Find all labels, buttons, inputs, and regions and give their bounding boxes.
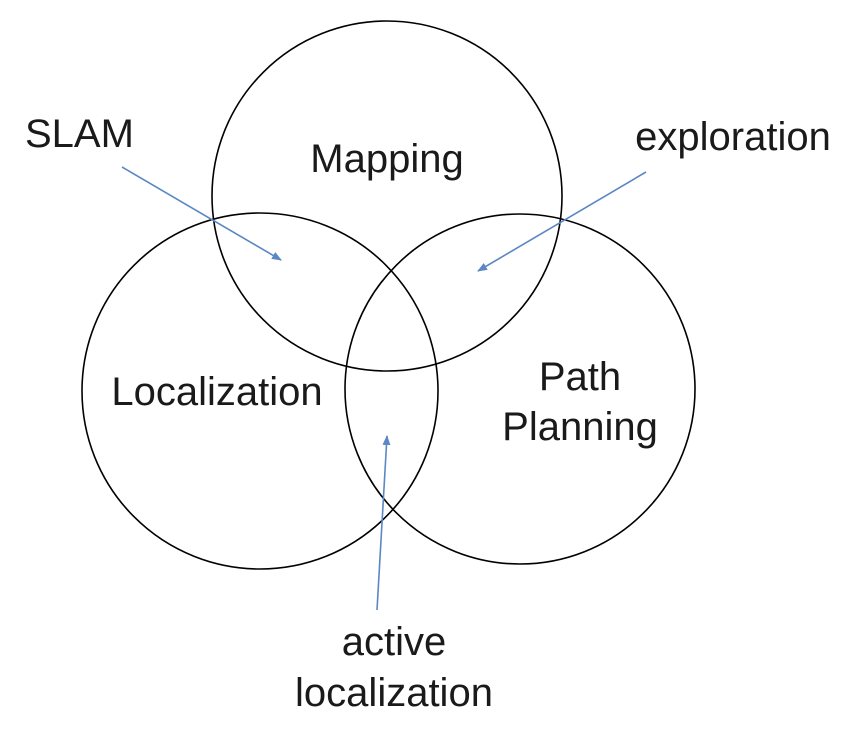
active-localization-label-line2: localization (295, 671, 493, 715)
exploration-arrow (477, 171, 647, 272)
path-planning-label-line1: Path (539, 355, 621, 399)
active-localization-arrow (376, 435, 391, 611)
localization-label: Localization (111, 370, 322, 414)
active-localization-label-line1: active (342, 620, 447, 664)
mapping-circle (211, 20, 563, 372)
localization-circle (81, 212, 439, 570)
slam-label: SLAM (25, 112, 134, 156)
path-planning-circle (344, 213, 696, 565)
slam-arrow (121, 166, 282, 261)
path-planning-label-line2: Planning (502, 405, 658, 449)
exploration-label: exploration (635, 115, 831, 159)
mapping-label: Mapping (310, 137, 463, 181)
